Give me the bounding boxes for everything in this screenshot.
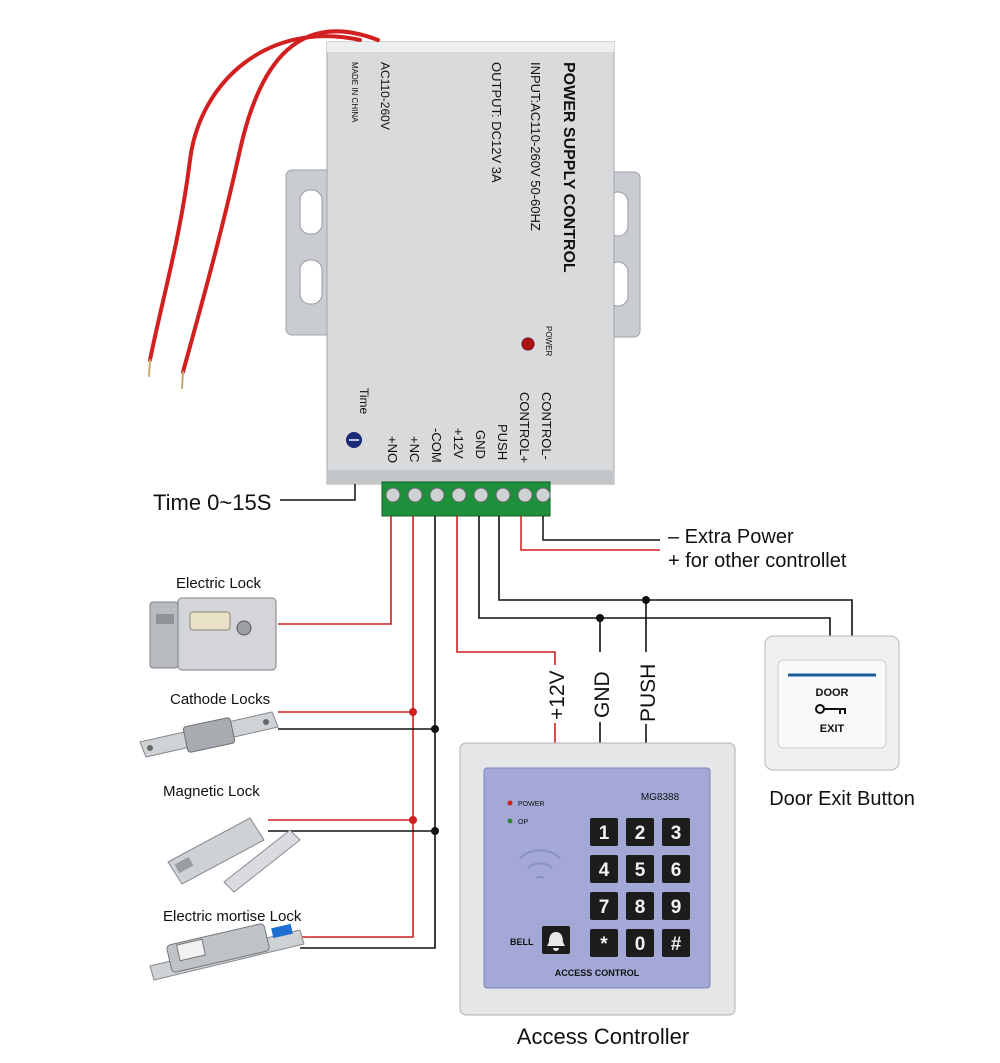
- bell-icon: [547, 932, 565, 951]
- power-supply-input-spec: INPUT:AC110-260V 50-60HZ: [528, 62, 543, 231]
- keypad-key-label: *: [600, 934, 608, 955]
- terminal-label-control-minus: CONTROL-: [539, 392, 554, 460]
- terminal-screw-com[interactable]: [429, 487, 445, 503]
- terminal-label-nc: +NC: [407, 436, 422, 462]
- bell-button[interactable]: [542, 926, 570, 954]
- terminal-screw-push[interactable]: [495, 487, 511, 503]
- keypad-key-6[interactable]: 6: [662, 855, 690, 883]
- terminal-screw-no[interactable]: [385, 487, 401, 503]
- wire-labels: +12V GND PUSH: [546, 664, 660, 722]
- time-knob-label: Time: [357, 388, 371, 415]
- terminal-label-12v: +12V: [451, 428, 466, 459]
- terminal-label-gnd: GND: [473, 430, 488, 459]
- time-annotation: Time 0~15S: [153, 484, 356, 515]
- magnetic-lock-label: Magnetic Lock: [163, 783, 260, 800]
- power-supply-origin: MADE IN CHINA: [350, 62, 359, 123]
- terminal-label-com: -COM: [429, 428, 444, 463]
- exit-button-exit-text: EXIT: [820, 723, 845, 735]
- wire-com: [300, 516, 436, 949]
- door-exit-button[interactable]: DOOR EXIT Door Exit Button: [764, 635, 915, 810]
- extra-power-plus-label: + for other controllet: [668, 550, 847, 572]
- keypad-key-label: 6: [671, 860, 682, 881]
- keypad-key-9[interactable]: 9: [662, 892, 690, 920]
- access-controller: POWER OP MG8388 BELL 1 2 3 4 5 6 7 8 9 * 0 # ACCESS…: [459, 742, 736, 1049]
- magnetic-lock: Magnetic Lock: [163, 783, 301, 893]
- extra-power-minus-label: – Extra Power: [668, 526, 794, 548]
- terminal-screw-nc[interactable]: [407, 487, 423, 503]
- power-supply-voltage: AC110-260V: [378, 62, 392, 130]
- keypad-key-3[interactable]: 3: [662, 818, 690, 846]
- power-supply-body: [326, 41, 615, 485]
- terminal-label-no: +NO: [385, 436, 400, 463]
- power-led: POWER: [521, 326, 553, 356]
- terminal-screw-12v[interactable]: [451, 487, 467, 503]
- terminal-label-push: PUSH: [495, 424, 510, 460]
- wire-no: [278, 516, 392, 625]
- keypad-power-led-label: POWER: [518, 801, 544, 808]
- wire-nc: [300, 516, 414, 938]
- keypad-key-label: 0: [635, 934, 646, 955]
- keypad-model: MG8388: [641, 792, 680, 803]
- keypad-key-label: 3: [671, 823, 682, 844]
- keypad-bell-label: BELL: [510, 937, 534, 947]
- keypad-key-8[interactable]: 8: [626, 892, 654, 920]
- keypad-footer: ACCESS CONTROL: [555, 968, 640, 978]
- keypad-key-7[interactable]: 7: [590, 892, 618, 920]
- keypad-key-hash[interactable]: #: [662, 929, 690, 957]
- keypad-key-label: #: [671, 934, 682, 955]
- cathode-lock: Cathode Locks: [139, 691, 279, 758]
- rfid-icon: [519, 849, 561, 879]
- wire-12v: [456, 516, 556, 665]
- time-knob[interactable]: Time: [346, 388, 371, 448]
- electric-lock-label: Electric Lock: [176, 575, 262, 592]
- keypad-key-star[interactable]: *: [590, 929, 618, 957]
- keypad-keys: 1 2 3 4 5 6 7 8 9 * 0 #: [590, 818, 690, 957]
- wire-gnd: [478, 516, 831, 636]
- key-icon: [815, 704, 846, 714]
- mortise-lock: Electric mortise Lock: [149, 908, 305, 981]
- time-range-label: Time 0~15S: [153, 490, 271, 515]
- mortise-lock-label: Electric mortise Lock: [163, 908, 302, 925]
- cathode-lock-label: Cathode Locks: [170, 691, 270, 708]
- power-supply-label-block: POWER SUPPLY CONTROL INPUT:AC110-260V 50…: [350, 62, 577, 273]
- wiring: [268, 516, 853, 949]
- keypad-key-label: 8: [635, 897, 646, 918]
- electric-lock: Electric Lock: [149, 575, 277, 671]
- keypad-key-label: 5: [635, 860, 646, 881]
- keypad-key-label: 4: [599, 860, 610, 881]
- terminal-screw-control-minus[interactable]: [535, 487, 551, 503]
- wire-label-gnd: GND: [591, 671, 614, 718]
- keypad-key-5[interactable]: 5: [626, 855, 654, 883]
- exit-button-caption: Door Exit Button: [769, 788, 915, 810]
- power-supply-title: POWER SUPPLY CONTROL: [560, 62, 577, 273]
- keypad-key-2[interactable]: 2: [626, 818, 654, 846]
- keypad-key-label: 9: [671, 897, 682, 918]
- extra-power-annotation: – Extra Power + for other controllet: [520, 516, 847, 572]
- access-controller-caption: Access Controller: [517, 1024, 689, 1049]
- terminal-screw-gnd[interactable]: [473, 487, 489, 503]
- wire-label-12v: +12V: [546, 670, 569, 720]
- wire-label-push: PUSH: [637, 664, 660, 722]
- ac-input-wires: [148, 29, 380, 389]
- keypad-key-label: 1: [599, 823, 610, 844]
- power-led-label: POWER: [544, 326, 553, 356]
- keypad-key-label: 2: [635, 823, 646, 844]
- keypad-key-0[interactable]: 0: [626, 929, 654, 957]
- power-supply-unit: [285, 41, 641, 485]
- terminal-screw-control-plus[interactable]: [517, 487, 533, 503]
- terminal-block: [381, 481, 551, 517]
- terminal-label-control-plus: CONTROL+: [517, 392, 532, 463]
- keypad-key-1[interactable]: 1: [590, 818, 618, 846]
- power-supply-output-spec: OUTPUT: DC12V 3A: [489, 62, 504, 183]
- keypad-key-label: 7: [599, 897, 610, 918]
- keypad-key-4[interactable]: 4: [590, 855, 618, 883]
- exit-button-door-text: DOOR: [816, 687, 849, 699]
- terminal-labels: CONTROL- CONTROL+ PUSH GND +12V -COM +NC…: [385, 392, 554, 463]
- wire-push: [498, 516, 853, 636]
- keypad-op-led-label: OP: [518, 819, 528, 826]
